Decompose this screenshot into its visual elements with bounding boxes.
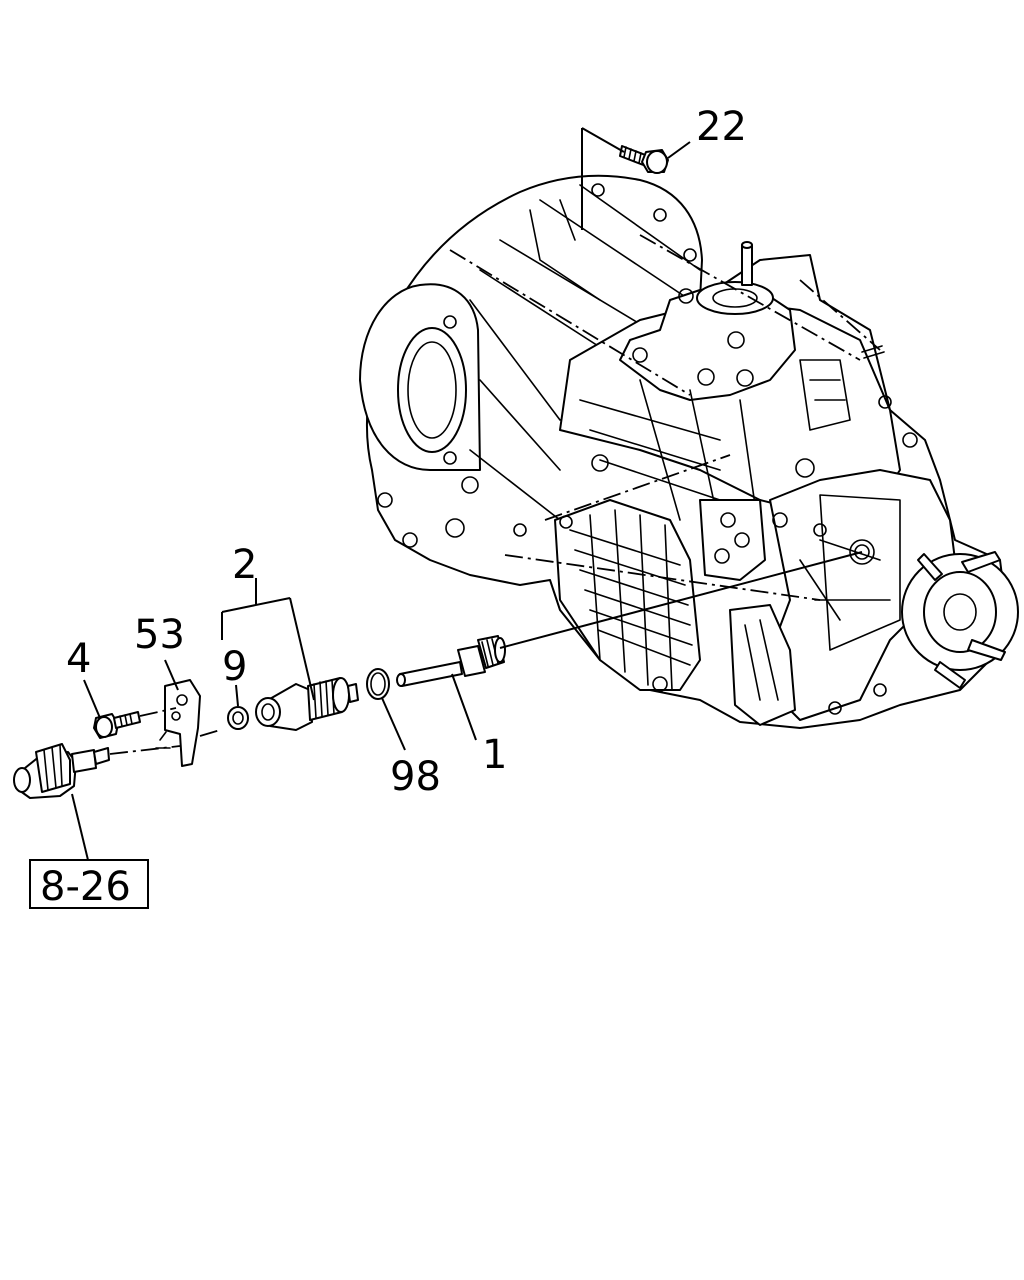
callout-53: 53 [134, 612, 185, 658]
callout-2: 2 [232, 542, 257, 588]
callout-22: 22 [696, 104, 747, 150]
seal-9 [227, 684, 249, 730]
callout-98: 98 [390, 754, 441, 800]
speed-sensor [13, 729, 221, 861]
bolt-22 [581, 127, 691, 230]
transmission-housing [359, 174, 1019, 729]
bracket-53 [155, 659, 201, 767]
callout-4: 4 [66, 636, 91, 682]
driven-gear-shaft-1 [396, 551, 863, 741]
callout-9: 9 [222, 644, 247, 690]
bolt-4 [83, 679, 177, 739]
speedometer-assy-2 [221, 578, 359, 731]
callout-8-26: 8-26 [40, 864, 131, 910]
callout-1: 1 [482, 732, 507, 778]
o-ring-98 [366, 668, 406, 751]
ref-box-8-26 [29, 859, 149, 909]
